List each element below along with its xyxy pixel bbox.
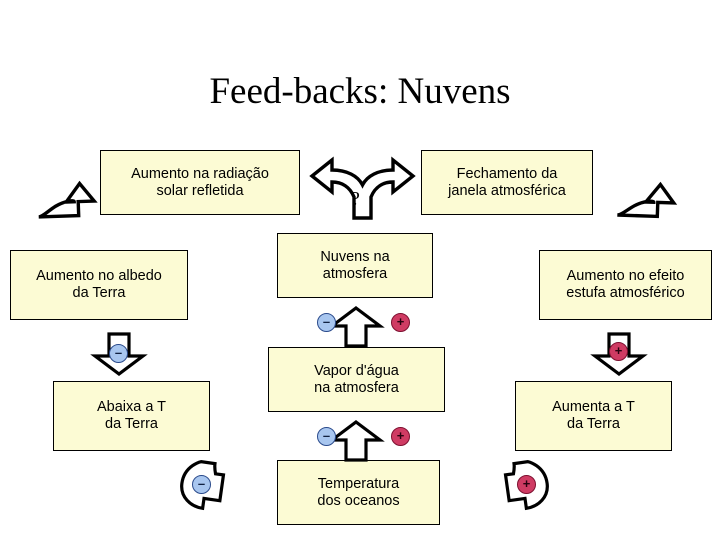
node-temperatura-oceanos: Temperatura dos oceanos: [277, 460, 440, 525]
node-janela-atmosferica: Fechamento da janela atmosférica: [421, 150, 593, 215]
sign-plus-aumenta-loop: +: [517, 475, 536, 494]
question-mark-label: ?: [351, 188, 360, 210]
node-aumenta-temperatura: Aumenta a T da Terra: [515, 381, 672, 451]
sign-minus-vapor-left: –: [317, 427, 336, 446]
curved-arrow-upper-left: [34, 172, 98, 220]
up-arrow-vapor: [327, 420, 385, 462]
node-nuvens-atmosfera: Nuvens na atmosfera: [277, 233, 433, 298]
node-albedo-terra: Aumento no albedo da Terra: [10, 250, 188, 320]
up-arrow-nuvens: [327, 306, 385, 348]
node-vapor-agua: Vapor d'água na atmosfera: [268, 347, 445, 412]
sign-plus-estufa: +: [609, 342, 628, 361]
bifurcation-arrow: [309, 155, 416, 223]
sign-minus-nuvens-left: –: [317, 313, 336, 332]
sign-plus-vapor-right: +: [391, 427, 410, 446]
page-title: Feed-backs: Nuvens: [209, 71, 511, 112]
node-abaixa-temperatura: Abaixa a T da Terra: [53, 381, 210, 451]
curved-arrow-upper-right: [614, 172, 678, 220]
sign-minus-abaixa-loop: –: [192, 475, 211, 494]
node-efeito-estufa: Aumento no efeito estufa atmosférico: [539, 250, 712, 320]
sign-minus-albedo: –: [109, 344, 128, 363]
node-radiacao-solar: Aumento na radiação solar refletida: [100, 150, 300, 215]
sign-plus-nuvens-right: +: [391, 313, 410, 332]
